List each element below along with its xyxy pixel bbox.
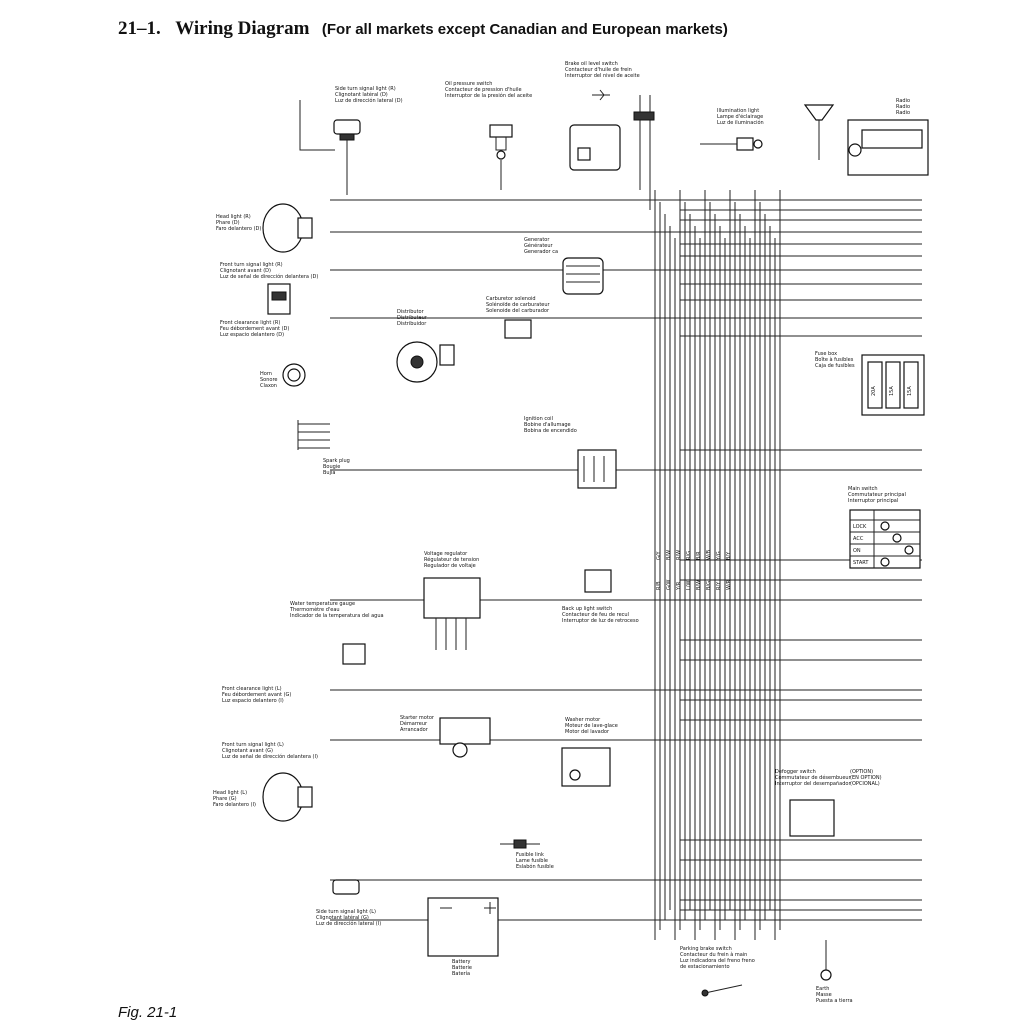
wire-code: Y/R bbox=[676, 581, 682, 591]
wire-code: G/W bbox=[666, 579, 672, 590]
front-turn-r-label: Front turn signal light (R) Clignotant a… bbox=[220, 262, 318, 280]
battery-symbol bbox=[427, 897, 499, 957]
backup-switch-label: Back up light switch Contacteur de feu d… bbox=[562, 606, 639, 624]
main-switch-table bbox=[849, 509, 921, 569]
switch-pos-start: START bbox=[853, 560, 869, 566]
side-turn-r-label: Side turn signal light (R) Clignotant la… bbox=[335, 86, 403, 104]
radio-symbol bbox=[803, 104, 929, 176]
fusible-link-symbol bbox=[500, 839, 540, 849]
oil-pressure-label: Oil pressure switch Contacteur de pressi… bbox=[445, 81, 532, 99]
wire-code: W/R bbox=[726, 579, 732, 590]
brake-oil-label: Brake oil level switch Contacteur d'huil… bbox=[565, 61, 640, 79]
radio-label: Radio Radio Radio bbox=[896, 98, 912, 116]
wire-code: B/Y bbox=[726, 551, 732, 560]
horn-symbol bbox=[282, 363, 306, 387]
voltage-reg-label: Voltage regulator Régulateur de tension … bbox=[424, 551, 481, 569]
brake-oil-switch-symbol bbox=[569, 89, 655, 210]
wire-code: R/G bbox=[686, 551, 692, 560]
washer-label: Washer motor Moteur de lave-glace Motor … bbox=[565, 717, 619, 735]
spark-plug-symbol bbox=[297, 420, 330, 450]
fusible-link-label: Fusible link Lame fusible Eslabón fusibl… bbox=[516, 852, 554, 870]
side-turn-l-label: Side turn signal light (L) Clignotant la… bbox=[316, 909, 381, 927]
switch-pos-acc: ACC bbox=[853, 536, 864, 542]
switch-pos-on: ON bbox=[853, 548, 861, 554]
fuse-rating-3: 15A bbox=[907, 386, 913, 396]
wire-code: B/W bbox=[666, 550, 672, 560]
fuse-box-label: Fuse box Boîte à fusibles Caja de fusibl… bbox=[815, 351, 855, 369]
oil-pressure-switch-symbol bbox=[489, 124, 513, 190]
side-turn-light-r-symbol bbox=[299, 100, 361, 195]
distributor-label: Distributor Distributeur Distribuidor bbox=[397, 309, 428, 327]
wire-code: B/G bbox=[706, 581, 712, 590]
carburetor-label: Carburetor solenoid Solénoïde de carbura… bbox=[486, 296, 551, 314]
head-r-label: Head light (R) Phare (D) Faro delantero … bbox=[216, 214, 261, 232]
ignition-coil-label: Ignition coil Bobine d'allumage Bobina d… bbox=[524, 416, 577, 434]
wire-code: L/W bbox=[686, 581, 692, 590]
generator-label: Generator Générateur Generador ca bbox=[524, 237, 558, 255]
defogger-symbol bbox=[789, 799, 835, 837]
figure-caption: Fig. 21-1 bbox=[118, 1004, 178, 1021]
head-l-label: Head light (L) Phare (G) Faro delantero … bbox=[213, 790, 256, 808]
wire-code-labels: G/Y B/W R/W R/G B/R W/B Y/G B/Y R/B G/W Y/R L/W B/W B… bbox=[656, 549, 732, 591]
defogger-label: Defogger switch Commutateur de désembueu… bbox=[775, 769, 852, 787]
ignition-coil-symbol bbox=[577, 449, 617, 489]
battery-label: Battery Batterie Batería bbox=[452, 959, 474, 977]
backup-switch-symbol bbox=[584, 569, 612, 593]
water-temp-label: Water temperature gauge Thermomètre d'ea… bbox=[289, 601, 384, 619]
front-clear-l-label: Front clearance light (L) Feu débordemen… bbox=[222, 686, 293, 704]
defogger-option-label: (OPTION) (EN OPTION) (OPCIONAL) bbox=[850, 769, 883, 787]
carburetor-solenoid-symbol bbox=[504, 319, 532, 339]
front-clear-r-label: Front clearance light (R) Feu débordemen… bbox=[220, 320, 291, 338]
starter-label: Starter motor Démarreur Arrancador bbox=[400, 715, 436, 733]
distributor-symbol bbox=[396, 341, 455, 383]
wire-code: B/R bbox=[696, 551, 702, 560]
illumination-label: Illumination light Lampe d'éclairage Luz… bbox=[717, 108, 765, 126]
fuse-rating-1: 20A bbox=[871, 386, 877, 396]
washer-motor-symbol bbox=[561, 747, 611, 787]
wire-code: Y/G bbox=[716, 551, 722, 561]
diagram-title: Wiring Diagram bbox=[175, 18, 310, 39]
generator-symbol bbox=[562, 257, 604, 295]
page-title: 21–1. Wiring Diagram (For all markets ex… bbox=[118, 18, 728, 40]
head-light-r-symbol bbox=[262, 203, 313, 253]
spark-plug-label: Spark plug Bougie Bujía bbox=[323, 458, 351, 476]
head-light-l-symbol bbox=[262, 772, 313, 822]
wire-code: G/Y bbox=[656, 550, 662, 560]
fuse-rating-2: 15A bbox=[889, 386, 895, 396]
horn-label: Horn Sonore Claxon bbox=[260, 371, 279, 389]
section-number: 21–1. bbox=[118, 18, 161, 39]
main-harness bbox=[330, 190, 922, 940]
parking-brake-symbol bbox=[701, 984, 743, 997]
side-turn-light-l-symbol bbox=[332, 879, 360, 895]
front-turn-light-r-symbol bbox=[267, 283, 291, 315]
front-turn-l-label: Front turn signal light (L) Clignotant a… bbox=[222, 742, 318, 760]
earth-label: Earth Masse Puesta a tierra bbox=[816, 986, 853, 1004]
water-temp-symbol bbox=[342, 643, 366, 665]
illumination-light-symbol bbox=[700, 137, 763, 151]
wire-code: R/W bbox=[676, 550, 682, 560]
starter-motor-symbol bbox=[439, 717, 491, 758]
earth-symbol bbox=[820, 940, 832, 981]
parking-brake-label: Parking brake switch Contacteur du frein… bbox=[680, 946, 756, 970]
voltage-regulator-symbol bbox=[423, 577, 481, 650]
diagram-subtitle: (For all markets except Canadian and Eur… bbox=[321, 21, 728, 38]
fuse-box-symbol bbox=[861, 354, 925, 416]
wire-code: R/Y bbox=[716, 581, 722, 590]
wire-code: W/B bbox=[706, 549, 712, 560]
wire-code: R/B bbox=[656, 581, 662, 590]
switch-pos-lock: LOCK bbox=[853, 524, 867, 530]
main-switch-label: Main switch Commutateur principal Interr… bbox=[848, 486, 907, 504]
wire-code: B/W bbox=[696, 580, 702, 590]
